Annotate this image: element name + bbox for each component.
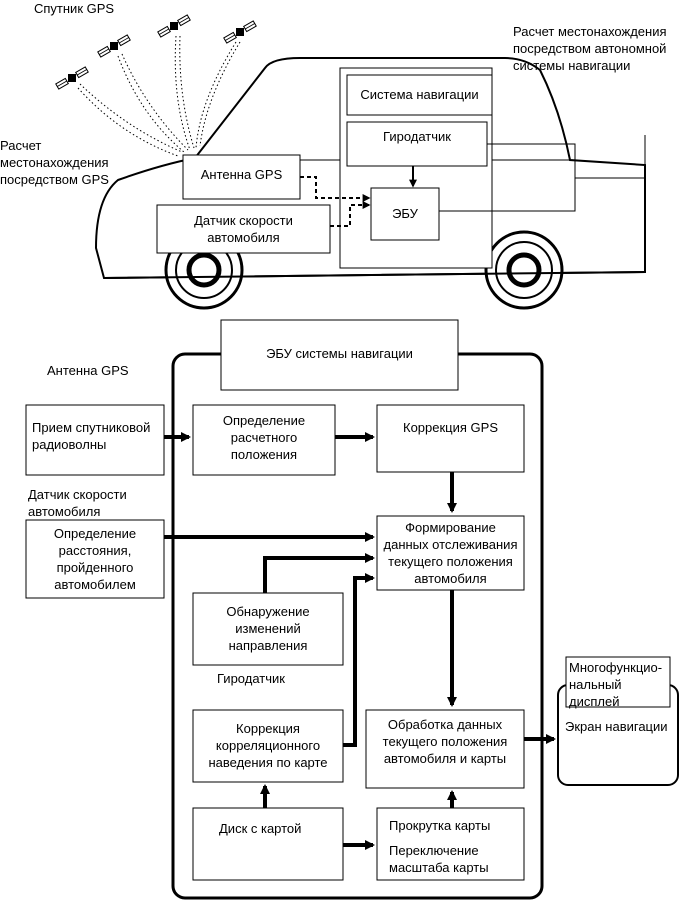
gyro-box: Гиродатчик bbox=[383, 129, 451, 144]
ecu-box: ЭБУ bbox=[392, 206, 418, 221]
nav-ecu-title-box bbox=[220, 319, 459, 391]
nav-ecu-title: ЭБУ системы навигации bbox=[266, 346, 413, 361]
position-map-processing-box: Обработка данных текущего положения авто… bbox=[382, 717, 508, 766]
gps-satellites bbox=[55, 14, 257, 157]
map-matching-box: Коррекция корреляционного наведения по к… bbox=[208, 721, 328, 770]
nav-screen-label: Экран навигации bbox=[565, 719, 668, 734]
gps-antenna-box: Антенна GPS bbox=[200, 167, 283, 182]
gps-antenna-label: Антенна GPS bbox=[47, 363, 129, 378]
top-boxes bbox=[156, 67, 493, 269]
map-disc-box: Диск с картой bbox=[219, 821, 302, 836]
map-scale-label: Переключение масштаба карты bbox=[389, 843, 489, 875]
tracking-data-box: Формирование данных отслеживания текущег… bbox=[383, 520, 518, 586]
map-scroll-label: Прокрутка карты bbox=[389, 818, 491, 833]
autonomous-calc-label: Расчет местонахождения посредством автон… bbox=[513, 24, 667, 73]
speed-sensor-box: Датчик скорости автомобиля bbox=[194, 213, 293, 245]
gps-correction-box: Коррекция GPS bbox=[403, 420, 498, 435]
direction-change-box: Обнаружение изменений направления bbox=[226, 604, 310, 653]
satellite-label: Спутник GPS bbox=[34, 1, 115, 16]
multifunction-display-box: Многофункцио- нальный дисплей bbox=[569, 660, 663, 709]
distance-box: Определение расстояния, пройденного авто… bbox=[53, 526, 137, 592]
gps-calc-label: Расчет местонахождения посредством GPS bbox=[0, 138, 109, 187]
estimated-position-box: Определение расчетного положения bbox=[222, 413, 306, 462]
speed-sensor-label: Датчик скорости автомобиля bbox=[28, 487, 127, 519]
flow-arrows bbox=[164, 432, 556, 850]
gyro-label: Гиродатчик bbox=[217, 671, 285, 686]
nav-system-box: Система навигации bbox=[360, 87, 479, 102]
top-connections bbox=[300, 135, 646, 227]
satellite-wave-box: Прием спутниковой радиоволны bbox=[32, 420, 151, 452]
